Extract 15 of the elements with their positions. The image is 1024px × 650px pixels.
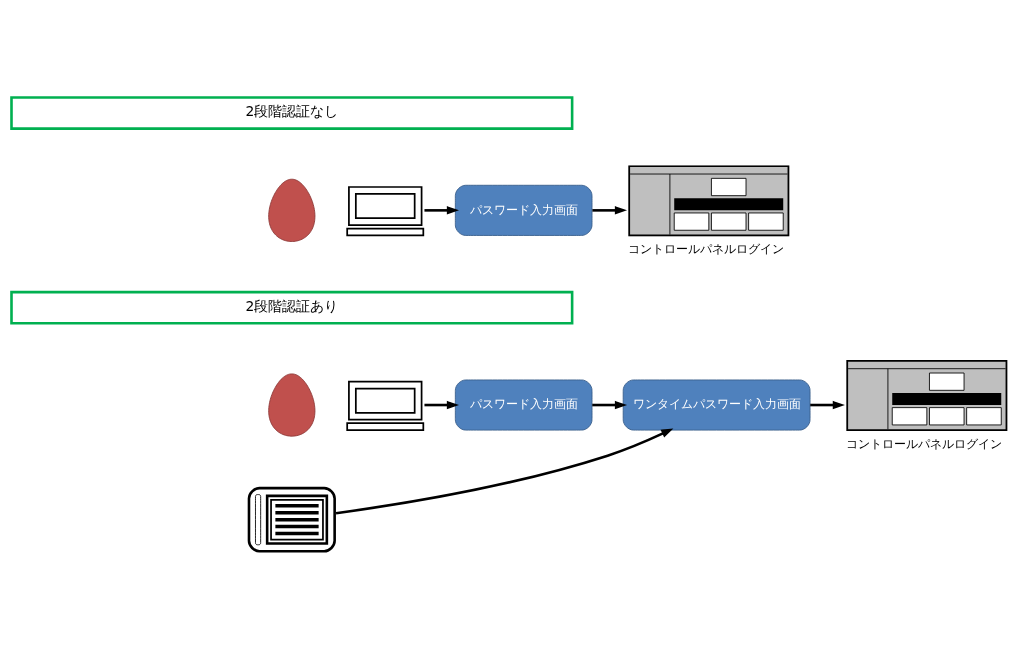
- node-person: [268, 178, 316, 242]
- node-person: [268, 373, 316, 437]
- node-box: 2段階認証あり: [10, 290, 574, 325]
- arrow: [592, 400, 628, 410]
- node-box: パスワード入力画面: [454, 379, 593, 431]
- arrow: [592, 206, 628, 215]
- node-box: 2段階認証なし: [10, 96, 574, 130]
- node-box: パスワード入力画面: [454, 184, 593, 236]
- node-label: コントロールパネルログイン: [628, 241, 785, 256]
- node-box: ワンタイムパスワード入力画面: [622, 379, 811, 431]
- arrow: [424, 206, 459, 215]
- arrow: [424, 400, 459, 410]
- arrow: [810, 400, 845, 410]
- arrow: [335, 428, 674, 515]
- node-label: コントロールパネルログイン: [846, 436, 1003, 451]
